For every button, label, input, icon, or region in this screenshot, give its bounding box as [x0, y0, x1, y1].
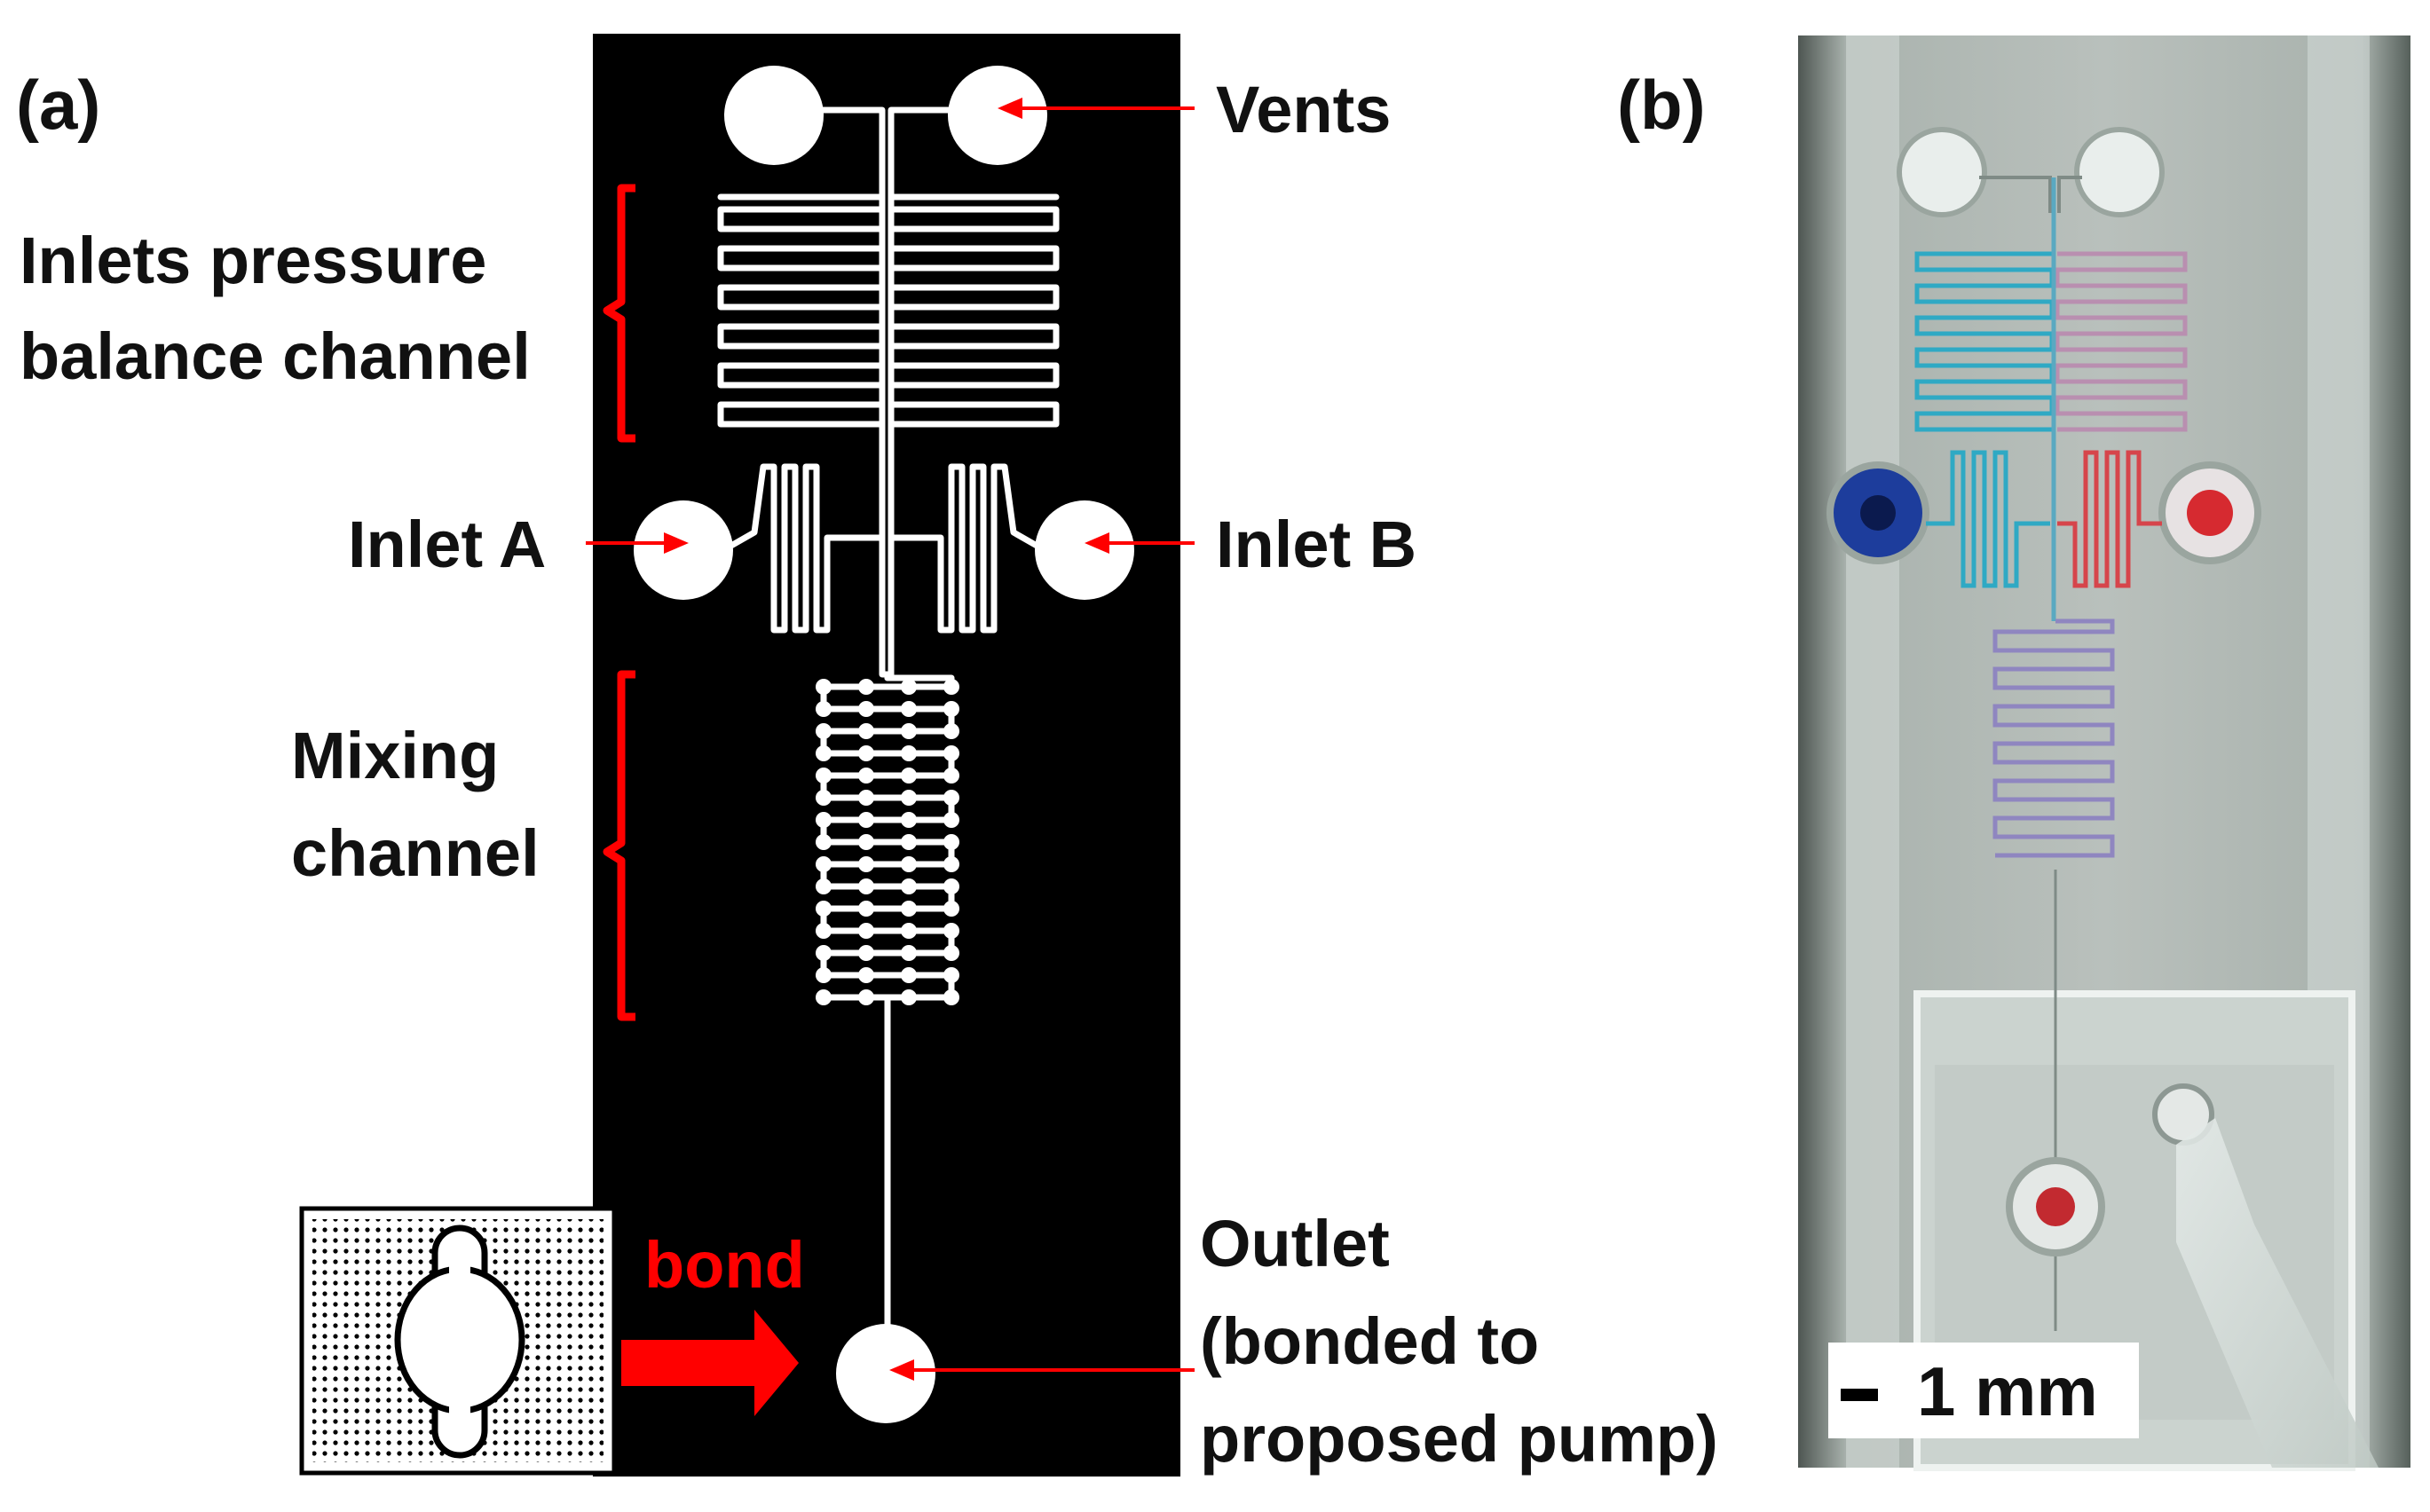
- mixer-node: [943, 790, 959, 806]
- outlet-label-line1: Outlet: [1200, 1207, 1390, 1280]
- mixer-node: [858, 856, 874, 872]
- mixer-node: [816, 768, 832, 784]
- mixer-node: [901, 768, 917, 784]
- inlet-b-pad: [1035, 500, 1134, 600]
- mixer-node: [943, 989, 959, 1005]
- mixer-node: [943, 745, 959, 761]
- mixer-node: [943, 834, 959, 850]
- mixer-node: [858, 878, 874, 894]
- inlet-b-label: Inlet B: [1216, 508, 1417, 581]
- scale-bar-box: 1 mm: [1828, 1343, 2139, 1438]
- vent-right: [948, 66, 1047, 165]
- mixer-node: [901, 679, 917, 695]
- mixer-node: [816, 723, 832, 739]
- mixer-node: [816, 923, 832, 939]
- mixer-node: [816, 790, 832, 806]
- mixing-label-line1: Mixing: [291, 719, 500, 792]
- mixer-node: [901, 923, 917, 939]
- bond-label: bond: [644, 1228, 805, 1302]
- mixer-node: [858, 967, 874, 983]
- mixer-node: [816, 745, 832, 761]
- mixer-node: [858, 901, 874, 917]
- pointer-arrows: [586, 98, 1195, 1381]
- mixer-node: [816, 878, 832, 894]
- mixer-node: [943, 768, 959, 784]
- chip-photograph: [1798, 35, 2410, 1471]
- mixer-node: [858, 768, 874, 784]
- mixer-node: [901, 812, 917, 828]
- mixer-node: [901, 945, 917, 961]
- mixer-node: [943, 812, 959, 828]
- mixer-node: [858, 834, 874, 850]
- mixer-node: [858, 679, 874, 695]
- mixer-node: [816, 701, 832, 717]
- mixer-node: [901, 745, 917, 761]
- inlet-a-pad: [634, 500, 733, 600]
- mixer-node: [816, 834, 832, 850]
- mixer-node: [901, 701, 917, 717]
- vent-left: [724, 66, 824, 165]
- pump-membrane-diagram: [299, 1206, 617, 1476]
- mixer-node: [816, 967, 832, 983]
- mixer-node: [901, 834, 917, 850]
- outlet-label-line2: (bonded to: [1200, 1304, 1540, 1378]
- mixer-node: [816, 679, 832, 695]
- mixer-node: [858, 790, 874, 806]
- mixer-node: [901, 989, 917, 1005]
- mixer-node: [901, 901, 917, 917]
- mixer-node: [943, 856, 959, 872]
- mixer-node: [943, 723, 959, 739]
- outlet-pad: [836, 1324, 935, 1423]
- outlet-label-line3: proposed pump): [1200, 1402, 1718, 1476]
- mixer-node: [943, 878, 959, 894]
- mixer-node: [943, 945, 959, 961]
- mixer-node: [943, 701, 959, 717]
- mixer-node: [943, 923, 959, 939]
- channel-layout: [634, 66, 1134, 1423]
- bracket-mixing: [603, 670, 635, 1021]
- scale-bar: [1841, 1389, 1878, 1401]
- bracket-inlets: [603, 184, 635, 443]
- panel-b-letter: (b): [1617, 66, 1706, 144]
- mixer-node: [943, 679, 959, 695]
- inlets-label-line2: balance channel: [20, 319, 531, 393]
- mixer-node: [858, 745, 874, 761]
- mixer-node: [901, 967, 917, 983]
- mixer-node: [858, 701, 874, 717]
- mixer-node: [901, 878, 917, 894]
- mixer-node: [943, 967, 959, 983]
- mixer-node: [858, 812, 874, 828]
- mixer-node: [816, 945, 832, 961]
- mixer-node: [901, 856, 917, 872]
- scale-bar-label: 1 mm: [1917, 1352, 2098, 1430]
- inlets-label-line1: Inlets pressure: [20, 224, 487, 297]
- mixer-node: [858, 723, 874, 739]
- panel-a-letter: (a): [16, 66, 101, 144]
- mixer-node: [816, 812, 832, 828]
- vents-label: Vents: [1216, 73, 1392, 146]
- mixer-node: [901, 723, 917, 739]
- bond-arrow: [621, 1310, 799, 1416]
- mixer-node: [816, 901, 832, 917]
- mixer-node: [816, 856, 832, 872]
- mixing-label-line2: channel: [291, 816, 540, 890]
- mixer-node: [858, 923, 874, 939]
- mixer-node: [858, 945, 874, 961]
- mixer-node: [943, 901, 959, 917]
- inlet-a-label: Inlet A: [348, 508, 547, 581]
- mixer-node: [901, 790, 917, 806]
